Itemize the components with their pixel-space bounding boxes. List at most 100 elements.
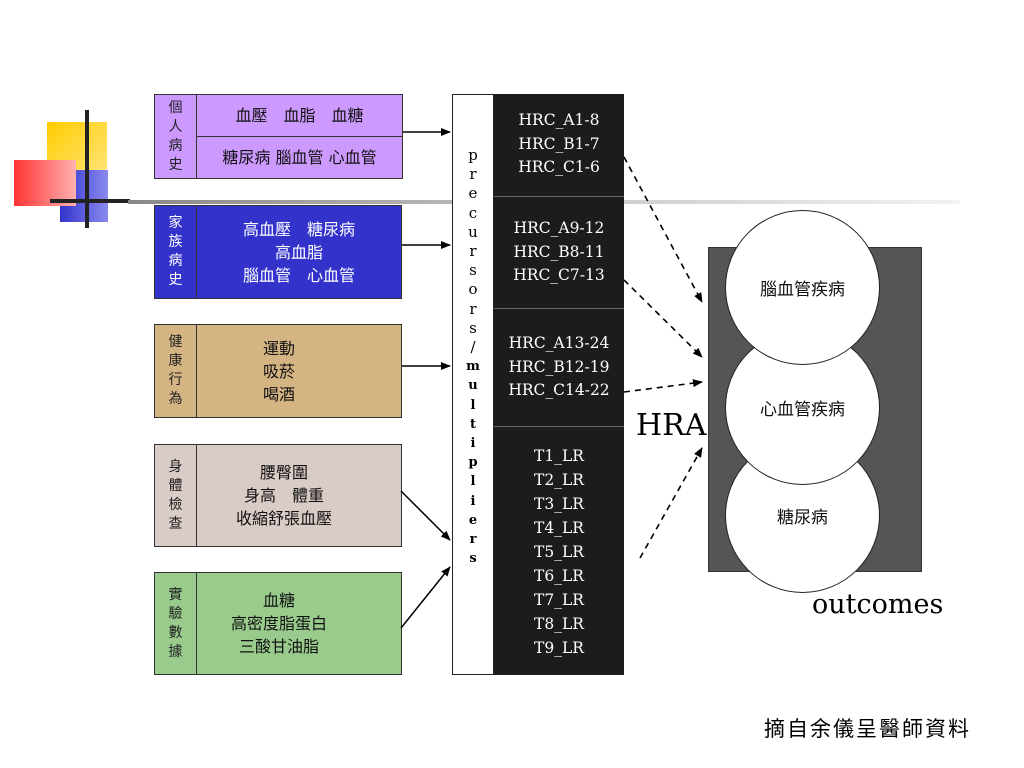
- code-entry: T7_LR: [534, 591, 584, 609]
- outcome-label: 心血管疾病: [760, 400, 845, 420]
- label-char: 據: [168, 643, 183, 660]
- code-entry: HRC_B12-19: [508, 357, 610, 376]
- precursor-char: r: [469, 299, 477, 318]
- label-char: 健: [168, 334, 183, 350]
- precursor-char: /: [470, 338, 476, 357]
- group-content-personal-history-top: 血壓 血脂 血糖: [196, 94, 403, 137]
- multiplier-char: u: [468, 378, 478, 394]
- group-label-lab-data: 實 驗 數 據: [154, 572, 197, 675]
- slide-logo: [0, 100, 130, 240]
- group-item: 收縮舒張血壓: [235, 509, 332, 528]
- code-block-2: HRC_A9-12 HRC_B8-11 HRC_C7-13: [494, 197, 624, 308]
- multiplier-char: l: [470, 474, 476, 490]
- code-entry: T2_LR: [534, 471, 584, 489]
- precursor-char: s: [469, 318, 477, 337]
- label-char: 實: [168, 586, 183, 603]
- multiplier-char: r: [469, 532, 477, 548]
- outcomes-label: outcomes: [812, 589, 944, 620]
- group-item: 三酸甘油脂: [238, 637, 319, 656]
- outcome-label: 糖尿病: [777, 508, 828, 528]
- code-entry: HRC_A13-24: [508, 334, 610, 353]
- group-item: 糖尿病 腦血管 心血管: [222, 148, 377, 167]
- multiplier-char: i: [470, 436, 476, 452]
- group-content-family-history: 高血壓 糖尿病 高血脂 腦血管 心血管: [196, 205, 402, 299]
- label-char: 身: [168, 458, 183, 475]
- dashed-arrow-4: [639, 447, 703, 559]
- code-entry: T9_LR: [534, 639, 584, 657]
- code-entry: T4_LR: [534, 519, 584, 537]
- group-item: 高血壓 糖尿病: [242, 219, 355, 239]
- multiplier-char: t: [469, 416, 476, 432]
- label-char: 病: [168, 137, 183, 154]
- logo-red-square: [14, 160, 76, 206]
- label-char: 人: [168, 118, 183, 135]
- precursor-char: o: [468, 280, 478, 299]
- code-entry: HRC_C1-6: [518, 158, 600, 177]
- label-char: 族: [168, 234, 183, 250]
- group-content-lab-data: 血糖 高密度脂蛋白 三酸甘油脂: [196, 572, 402, 675]
- arrow-physical-exam: [400, 490, 451, 541]
- precursors-column: p r e c u r s o r s / m u l t i p l i e …: [452, 94, 494, 675]
- logo-horizontal-bar: [50, 199, 130, 203]
- label-char: 行: [168, 372, 183, 388]
- multiplier-char: p: [468, 455, 478, 471]
- code-entry: HRC_A1-8: [518, 111, 600, 130]
- group-item: 喝酒: [262, 384, 295, 404]
- code-block-3: HRC_A13-24 HRC_B12-19 HRC_C14-22: [494, 309, 624, 426]
- multiplier-char: l: [470, 397, 476, 413]
- precursor-char: r: [469, 165, 477, 184]
- group-item: 高密度脂蛋白: [230, 614, 327, 633]
- code-entry: T3_LR: [534, 495, 584, 513]
- dashed-arrow-1: [623, 156, 703, 303]
- group-item: 血壓 血脂 血糖: [235, 106, 364, 125]
- group-item: 高血脂: [274, 242, 323, 262]
- outcome-circle-cerebrovascular: 腦血管疾病: [725, 210, 880, 365]
- label-char: 康: [168, 353, 183, 369]
- code-block-divider: [494, 308, 624, 309]
- label-char: 為: [168, 391, 183, 407]
- code-block-4: T1_LR T2_LR T3_LR T4_LR T5_LR T6_LR T7_L…: [494, 427, 624, 675]
- dashed-arrow-3: [623, 379, 703, 393]
- code-entry: HRC_B1-7: [518, 134, 600, 153]
- label-char: 史: [168, 272, 183, 288]
- label-char: 病: [168, 253, 183, 269]
- code-block-divider: [494, 426, 624, 427]
- group-item: 腰臀圍: [259, 463, 308, 482]
- multiplier-char: e: [468, 512, 478, 528]
- code-entry: HRC_C7-13: [513, 266, 605, 285]
- multiplier-char: s: [469, 551, 477, 567]
- multiplier-char: i: [470, 493, 476, 509]
- group-item: 運動: [262, 338, 295, 358]
- group-label-physical-exam: 身 體 檢 查: [154, 444, 197, 547]
- logo-vertical-bar: [85, 110, 89, 228]
- group-item: 腦血管 心血管: [242, 265, 355, 285]
- precursor-char: p: [468, 146, 478, 164]
- code-entry: HRC_C14-22: [508, 381, 610, 400]
- label-char: 體: [168, 477, 183, 494]
- code-entry: T6_LR: [534, 567, 584, 585]
- group-label-health-behavior: 健 康 行 為: [154, 324, 197, 418]
- code-block-divider: [494, 196, 624, 197]
- code-entry: T8_LR: [534, 615, 584, 633]
- source-note: 摘自余儀呈醫師資料: [764, 717, 971, 741]
- precursor-char: r: [469, 242, 477, 261]
- group-item: 吸菸: [262, 361, 295, 381]
- label-char: 數: [168, 624, 183, 641]
- label-char: 檢: [168, 496, 183, 513]
- code-block-1: HRC_A1-8 HRC_B1-7 HRC_C1-6: [494, 94, 624, 195]
- group-content-personal-history-bottom: 糖尿病 腦血管 心血管: [196, 136, 403, 179]
- group-item: 身高 體重: [243, 486, 324, 505]
- outcome-label: 腦血管疾病: [760, 280, 845, 300]
- precursor-char: e: [468, 184, 478, 203]
- arrow-lab-data: [400, 566, 451, 629]
- group-content-physical-exam: 腰臀圍 身高 體重 收縮舒張血壓: [196, 444, 402, 547]
- label-char: 家: [168, 215, 183, 231]
- code-entry: T5_LR: [534, 543, 584, 561]
- group-label-family-history: 家 族 病 史: [154, 205, 197, 299]
- precursor-char: u: [468, 222, 478, 241]
- label-char: 個: [168, 99, 183, 116]
- code-entry: HRC_B8-11: [513, 242, 605, 261]
- precursor-char: s: [469, 261, 477, 280]
- multiplier-char: m: [466, 359, 480, 375]
